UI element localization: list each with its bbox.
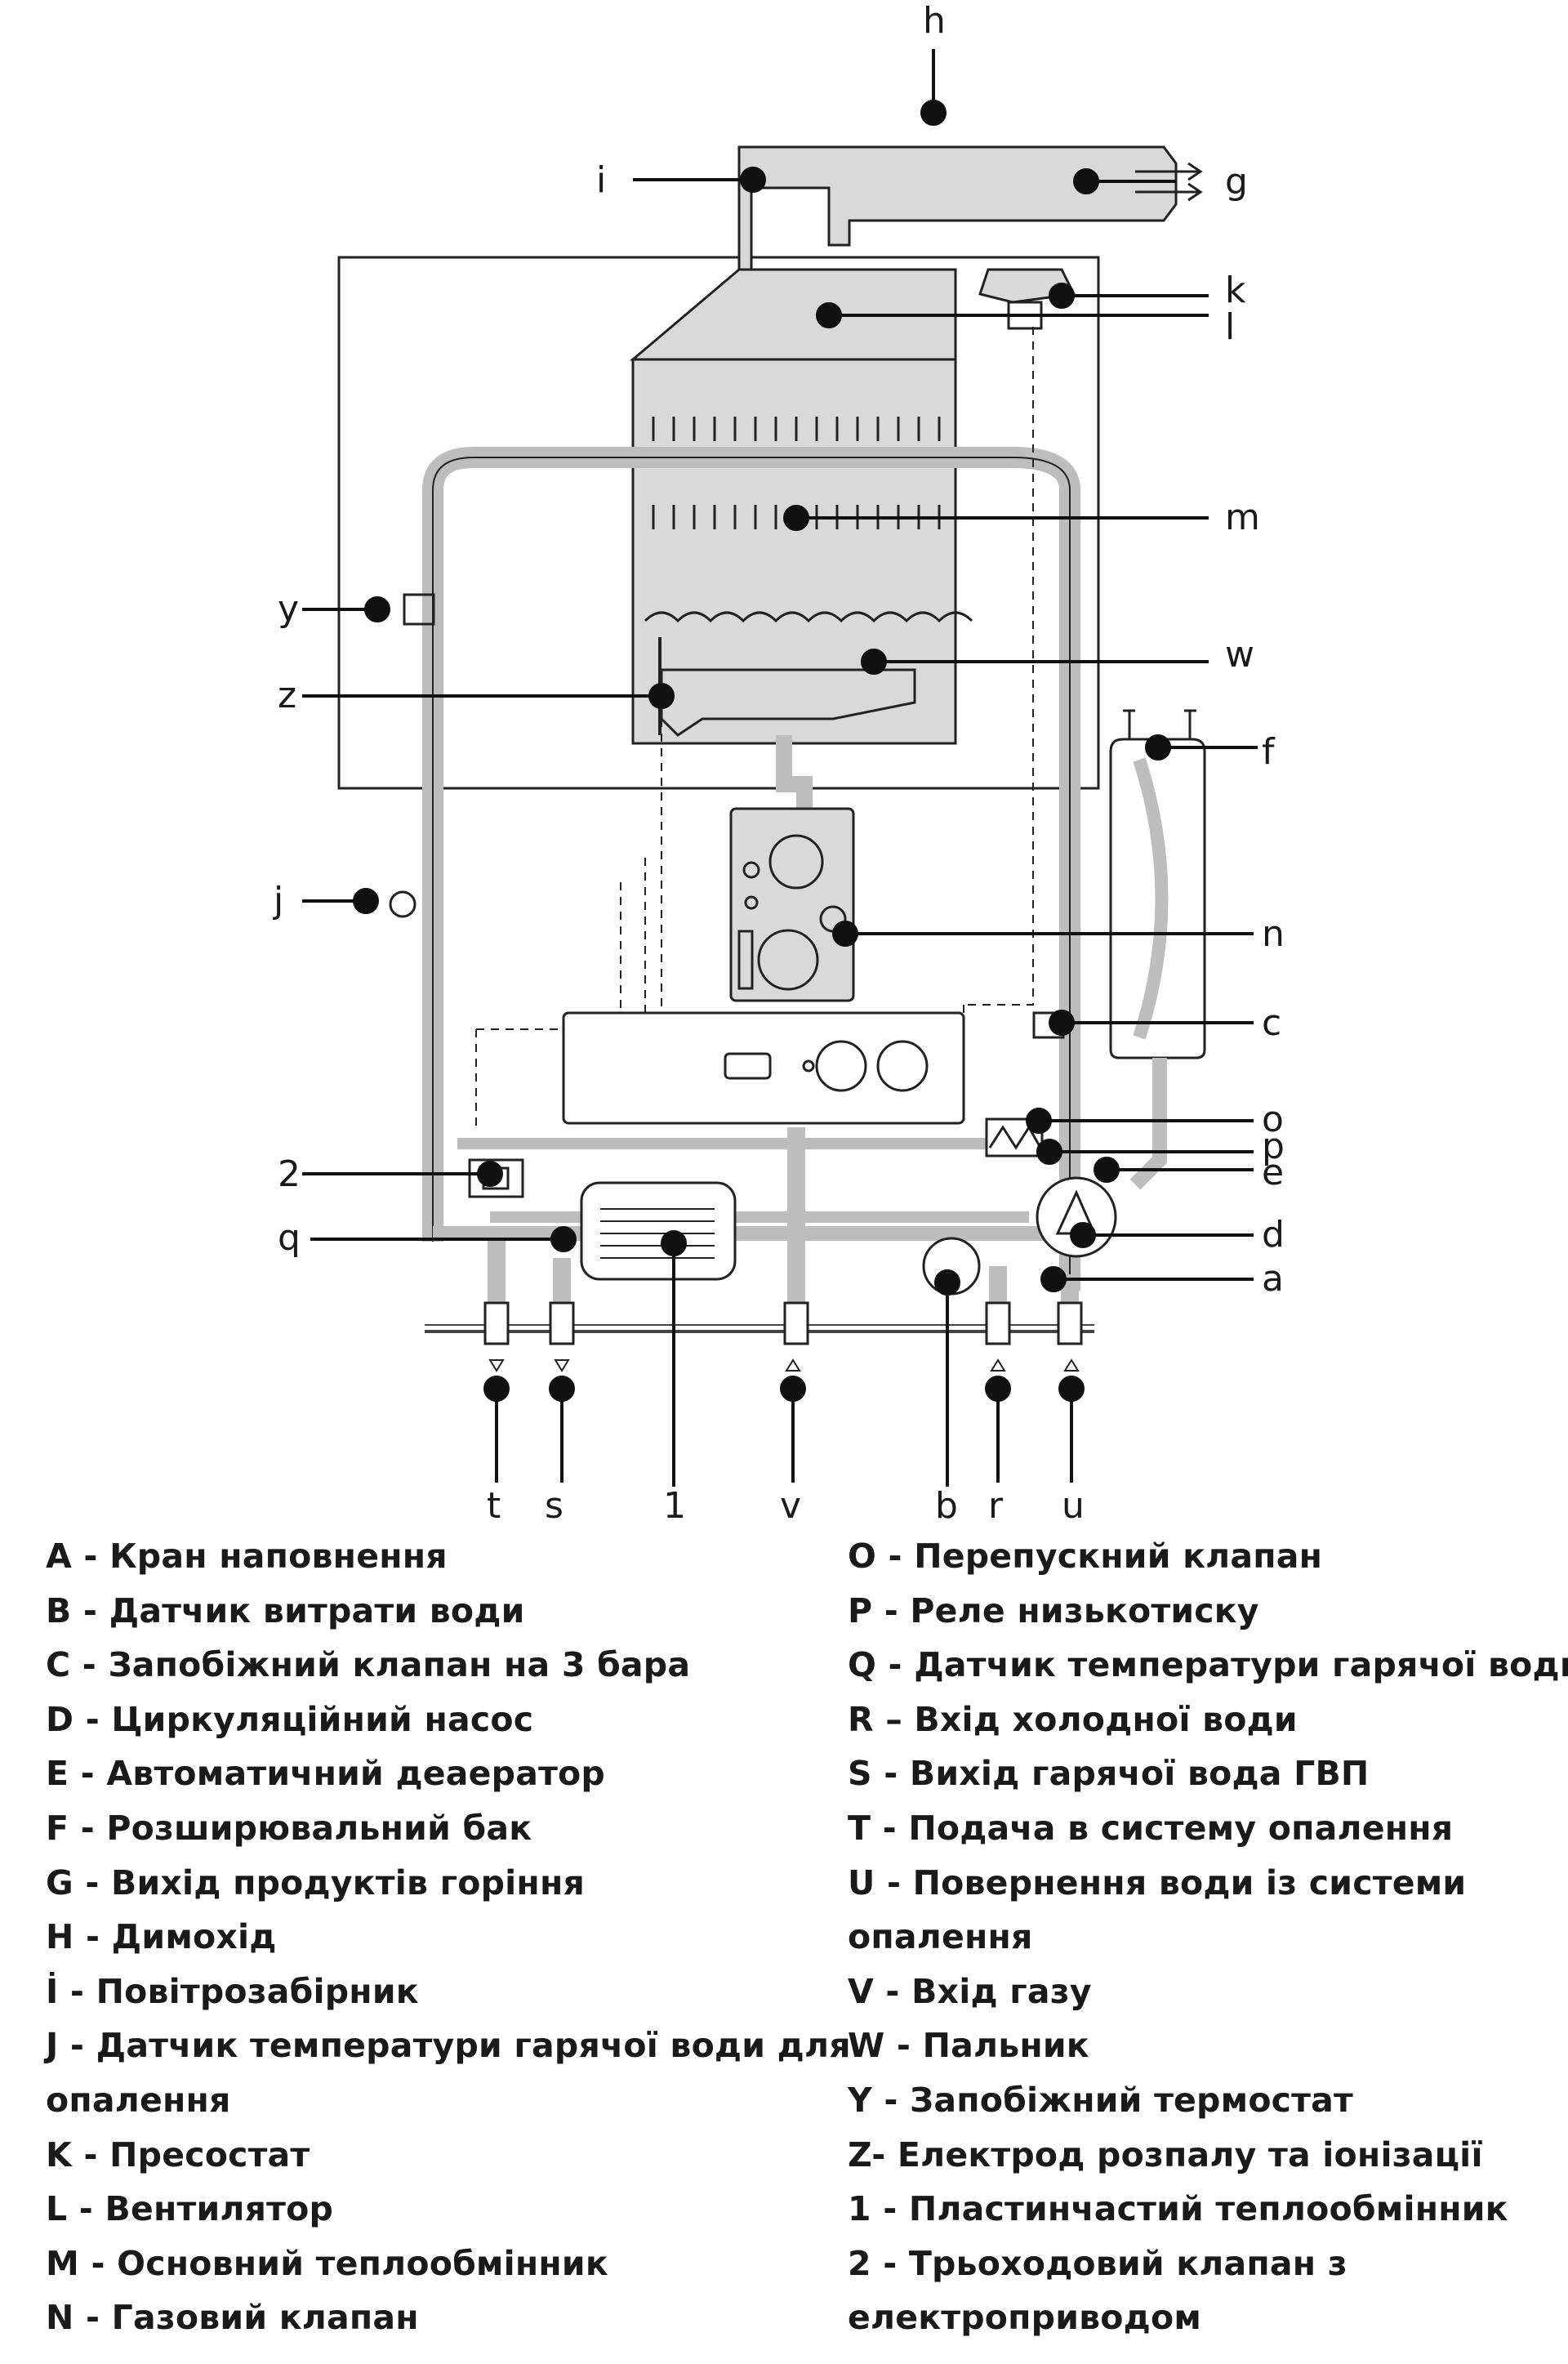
- callout-q: q: [278, 1217, 301, 1259]
- burner: [660, 668, 916, 737]
- callout-t: t: [487, 1485, 501, 1519]
- legend-item: U - Повернення води із системи: [848, 1862, 1467, 1902]
- legend-item: E - Автоматичний деаератор: [46, 1754, 605, 1794]
- legend-item: V - Вхід газу: [848, 1971, 1092, 2011]
- callout-u: u: [1062, 1485, 1085, 1519]
- legend-item: L - Вентилятор: [46, 2189, 334, 2229]
- legend-item: O - Перепускний клапан: [848, 1537, 1323, 1576]
- callout-k: k: [1225, 270, 1246, 311]
- legend-item: P - Реле низькотиску: [848, 1590, 1259, 1630]
- legend-item: T - Подача в систему опалення: [848, 1808, 1454, 1848]
- legend-item: J - Датчик температури гарячої води для: [46, 2026, 851, 2066]
- callout-a: a: [1262, 1258, 1284, 1300]
- callout-1: 1: [663, 1485, 686, 1519]
- legend-item: H - Димохід: [46, 1917, 277, 1957]
- legend-item: F - Розширювальний бак: [46, 1808, 532, 1848]
- gas-valve-body: [729, 807, 855, 1002]
- boiler-schematic: h i g k l m y w z f j n c o p e 2 q d a …: [273, 0, 1285, 1519]
- callout-p: p: [1262, 1126, 1285, 1167]
- legend-item: M - Основний теплообмінник: [46, 2243, 608, 2283]
- legend-item: C - Запобіжний клапан на 3 бара: [46, 1645, 691, 1685]
- callout-h: h: [923, 0, 946, 42]
- callout-z: z: [278, 675, 296, 716]
- callout-s: s: [545, 1485, 564, 1519]
- legend-item: S - Вихід гарячої вода ГВП: [848, 1754, 1370, 1794]
- control-board: [562, 1011, 965, 1125]
- legend: A - Кран наповнення B - Датчик витрати в…: [0, 1529, 1568, 2354]
- boiler-casing: [337, 256, 1100, 790]
- callout-g: g: [1225, 161, 1248, 203]
- dhw-temp-sensor-ring: [389, 890, 416, 918]
- legend-item: Z- Електрод розпалу та іонізації: [848, 2134, 1483, 2174]
- legend-item: W - Пальник: [848, 2026, 1089, 2066]
- legend-item: 1 - Пластинчастий теплообмінник: [848, 2189, 1508, 2229]
- callout-j: j: [273, 880, 283, 921]
- callout-c: c: [1262, 1002, 1281, 1044]
- callout-d: d: [1262, 1214, 1285, 1256]
- callout-v: v: [780, 1485, 801, 1519]
- callout-o: o: [1262, 1099, 1284, 1140]
- legend-item: B - Датчик витрати води: [46, 1590, 525, 1630]
- callout-n: n: [1262, 913, 1285, 955]
- legend-item: D - Циркуляційний насос: [46, 1699, 534, 1739]
- callout-2: 2: [278, 1153, 301, 1195]
- legend-item: İ - Повітрозабірник: [46, 1971, 419, 2011]
- legend-item-continuation: електроприводом: [848, 2298, 1202, 2338]
- legend-item: 2 - Трьоходовий клапан з: [848, 2243, 1348, 2283]
- legend-left-column: A - Кран наповнення B - Датчик витрати в…: [46, 1529, 851, 2345]
- legend-item-continuation: опалення: [46, 2080, 231, 2120]
- callout-r: r: [988, 1485, 1004, 1519]
- callout-f: f: [1262, 731, 1276, 773]
- callout-i: i: [596, 159, 606, 201]
- callout-m: m: [1225, 497, 1260, 538]
- callout-e: e: [1262, 1152, 1284, 1193]
- legend-item: K - Пресостат: [46, 2134, 310, 2174]
- legend-item: Q - Датчик температури гарячої води: [848, 1645, 1568, 1685]
- safety-thermostat: [403, 593, 435, 626]
- legend-item-continuation: опалення: [848, 1917, 1033, 1957]
- legend-item: G - Вихід продуктів горіння: [46, 1862, 585, 1902]
- callout-l: l: [1225, 306, 1235, 348]
- legend-item: R – Вхід холодної води: [848, 1699, 1298, 1739]
- legend-item: A - Кран наповнення: [46, 1537, 448, 1576]
- plate-heat-exchanger: [580, 1181, 737, 1281]
- callout-w: w: [1225, 634, 1254, 676]
- legend-right-column: O - Перепускний клапан P - Реле низькоти…: [848, 1529, 1568, 2345]
- legend-item: N - Газовий клапан: [46, 2298, 419, 2338]
- callout-b: b: [935, 1485, 958, 1519]
- legend-item: Y - Запобіжний термостат: [848, 2080, 1353, 2120]
- callout-y: y: [278, 588, 299, 630]
